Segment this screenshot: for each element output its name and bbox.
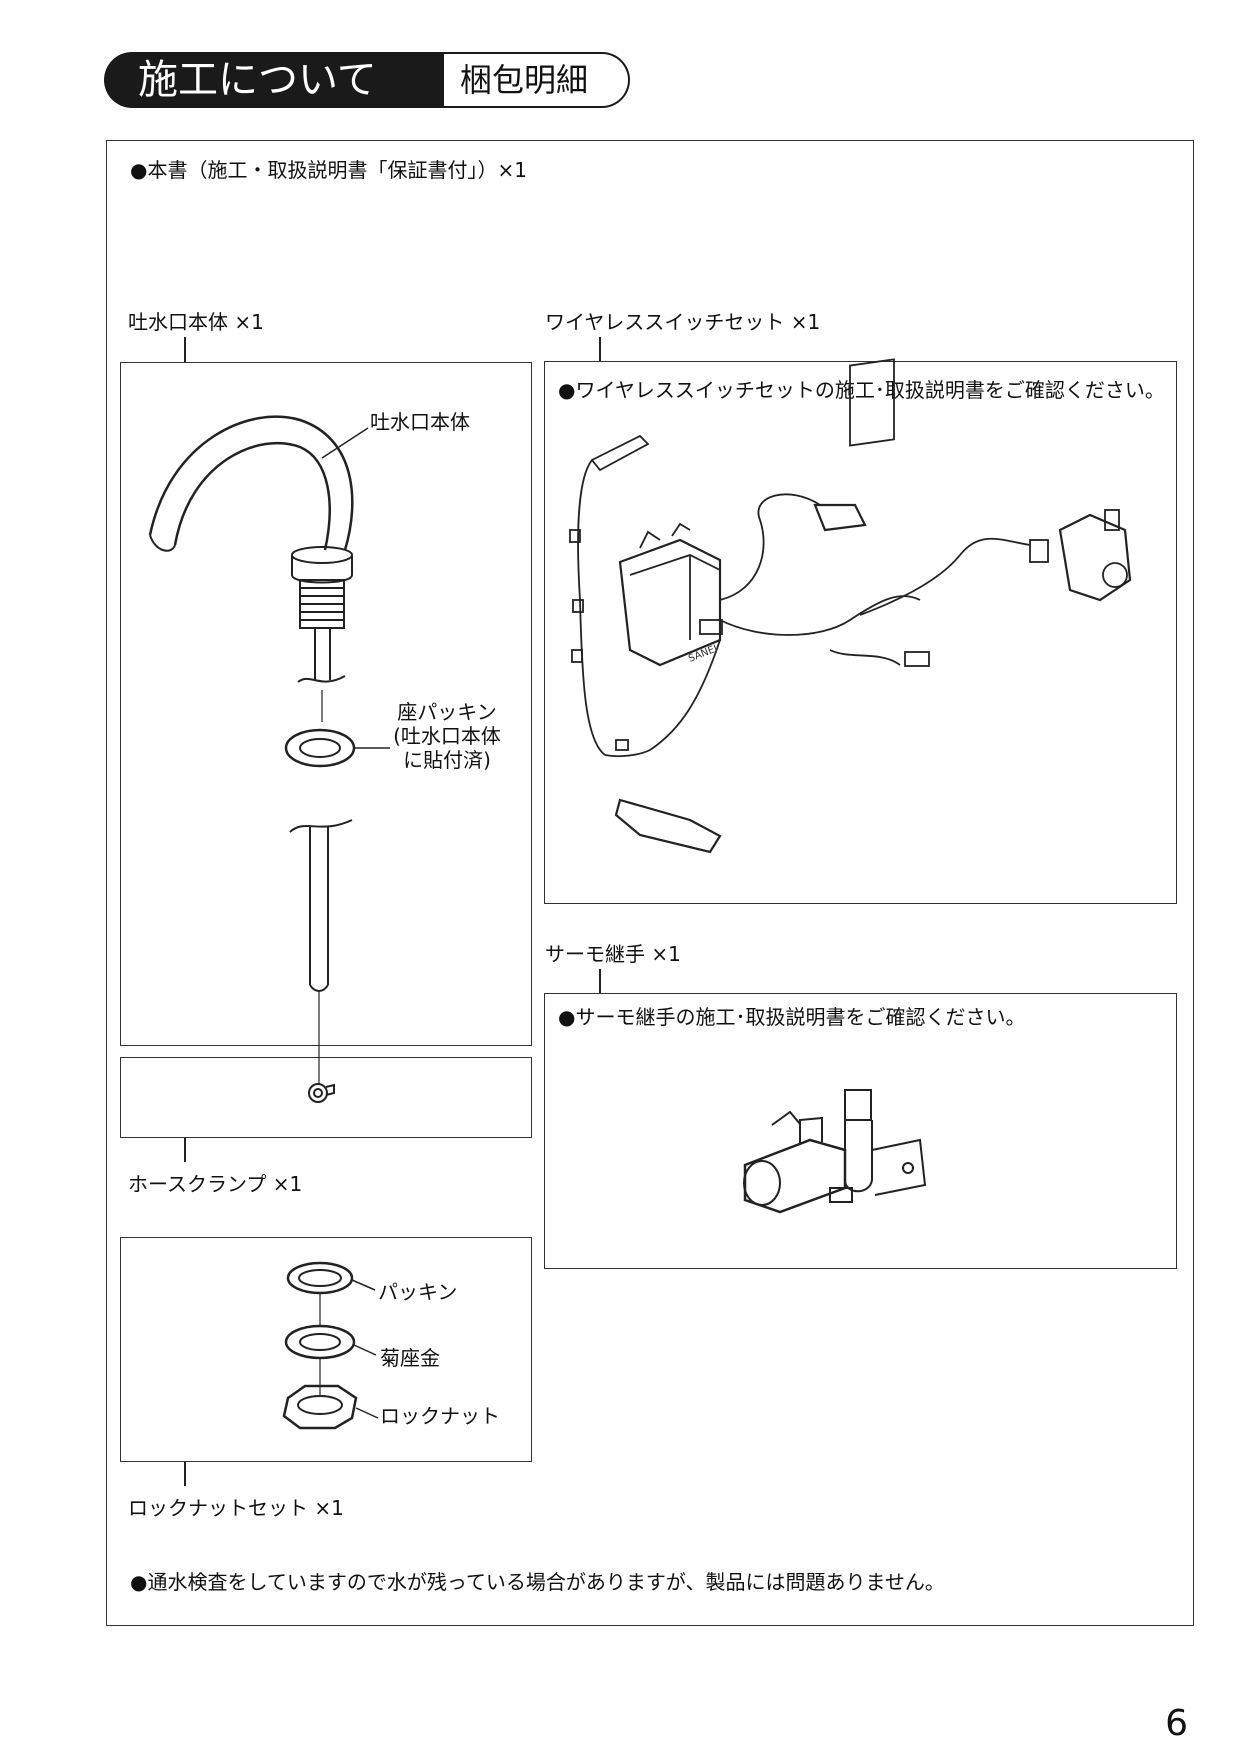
hose-drawing	[289, 819, 353, 1085]
thermo-joint-note: ●サーモ継手の施工･取扱説明書をご確認ください。	[558, 1005, 1026, 1029]
thermo-joint-caption: サーモ継手 ×1	[545, 942, 681, 966]
page-number: 6	[1165, 1703, 1188, 1744]
washer-label: 菊座金	[380, 1346, 440, 1370]
wireless-switch-note: ●ワイヤレススイッチセットの施工･取扱説明書をご確認ください。	[558, 378, 1165, 402]
wireless-switch-box	[544, 361, 1177, 904]
manual-note: ●本書（施工・取扱説明書「保証書付」）×1	[130, 158, 527, 182]
seat-packing-drawing	[284, 690, 390, 768]
wireless-switch-caption: ワイヤレススイッチセット ×1	[545, 310, 821, 334]
locknut-label: ロックナット	[380, 1404, 500, 1428]
spout-caption: 吐水口本体 ×1	[128, 310, 264, 334]
wireless-switch-drawing	[569, 358, 1132, 854]
thermo-joint-box	[544, 993, 1177, 1269]
thermo-joint-drawing	[743, 1089, 927, 1214]
locknut-packing-label: パッキン	[378, 1280, 458, 1304]
locknut-set-caption: ロックナットセット ×1	[128, 1496, 344, 1520]
spout-body-label: 吐水口本体	[370, 410, 470, 434]
spout-drawing	[148, 415, 354, 683]
hose-clamp-drawing	[308, 1083, 335, 1103]
seat-packing-label: 座パッキン (吐水口本体 に貼付済)	[393, 700, 501, 772]
footer-note: ●通水検査をしていますので水が残っている場合がありますが、製品には問題ありません…	[130, 1570, 945, 1594]
hose-clamp-caption: ホースクランプ ×1	[128, 1172, 303, 1196]
locknut-set-drawing	[282, 1261, 379, 1430]
section-subtitle: 梱包明細	[444, 52, 630, 108]
section-title: 施工について	[104, 52, 444, 108]
